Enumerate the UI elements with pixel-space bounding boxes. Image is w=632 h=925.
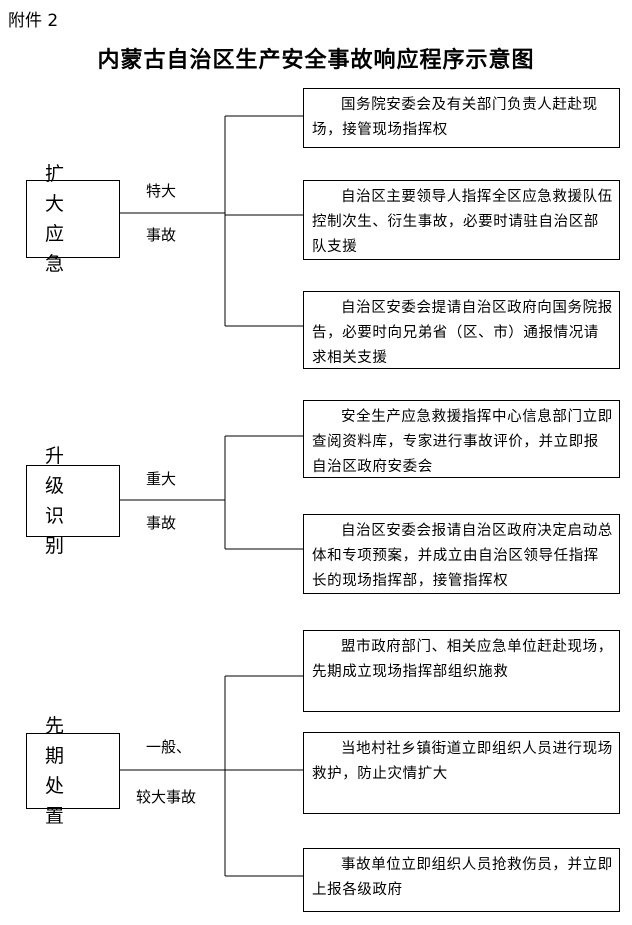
action-box: 盟市政府部门、相关应急单位赶赴现场，先期成立现场指挥部组织施救 bbox=[303, 630, 620, 712]
condition-label: 事故 bbox=[146, 226, 177, 244]
condition-label: 一般、 bbox=[146, 738, 192, 756]
diagram-title: 内蒙古自治区生产安全事故响应程序示意图 bbox=[97, 47, 535, 73]
stage-2-connectors bbox=[120, 435, 303, 550]
action-box: 国务院安委会及有关部门负责人赶赴现场，接管现场指挥权 bbox=[303, 88, 620, 148]
action-box: 自治区主要领导人指挥全区应急救援队伍控制次生、衍生事故，必要时请驻自治区部队支援 bbox=[303, 180, 620, 260]
action-box: 自治区安委会报请自治区政府决定启动总体和专项预案，并成立由自治区领导任指挥长的现… bbox=[303, 514, 620, 594]
stage-label-line: 先 期 bbox=[45, 715, 83, 767]
action-box: 安全生产应急救援指挥中心信息部门立即查阅资料库，专家进行事故评价，并立即报自治区… bbox=[303, 400, 620, 478]
stage-3-connectors bbox=[120, 675, 303, 877]
stage-1-connectors bbox=[120, 115, 303, 327]
condition-label: 特大 bbox=[146, 182, 177, 200]
attachment-label: 附件 2 bbox=[8, 11, 59, 31]
stage-label-line: 应 急 bbox=[45, 223, 83, 275]
action-box: 当地村社乡镇街道立即组织人员进行现场救护，防止灾情扩大 bbox=[303, 732, 620, 814]
stage-label-line: 处 置 bbox=[45, 775, 83, 827]
stage-box-upgrade-identification: 升 级 识 别 bbox=[26, 445, 120, 557]
condition-label: 事故 bbox=[146, 514, 177, 532]
stage-box-escalated-response: 扩 大 应 急 bbox=[26, 163, 120, 275]
stage-label-line: 识 别 bbox=[45, 505, 83, 557]
stage-label-line: 升 级 bbox=[45, 445, 83, 497]
action-box: 事故单位立即组织人员抢救伤员，并立即上报各级政府 bbox=[303, 848, 620, 912]
stage-label-line: 扩 大 bbox=[45, 163, 83, 215]
condition-label: 重大 bbox=[146, 470, 177, 488]
condition-label: 较大事故 bbox=[136, 788, 197, 806]
action-box: 自治区安委会提请自治区政府向国务院报告，必要时向兄弟省（区、市）通报情况请求相关… bbox=[303, 291, 620, 369]
stage-box-initial-disposal: 先 期 处 置 bbox=[26, 715, 120, 827]
